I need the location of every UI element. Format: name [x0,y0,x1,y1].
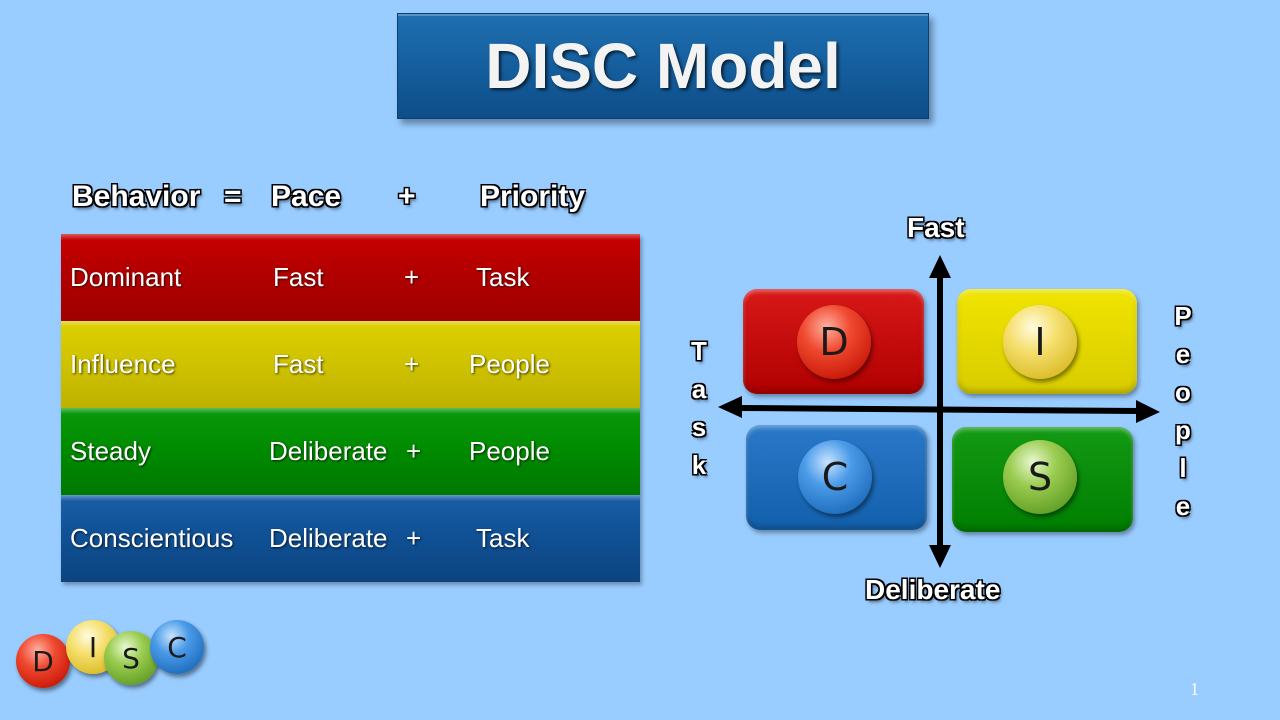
title-banner: DISC Model [397,13,929,119]
formula-pace: Pace [271,180,342,213]
quadrant-ball-c: C [798,440,872,514]
arrow-up-icon [929,255,951,278]
row-plus: + [406,523,422,553]
row-influence: Influence Fast + People [61,321,640,408]
arrow-down-icon [929,545,951,568]
row-conscientious: Conscientious Deliberate + Task [61,495,640,582]
row-priority: Task [476,262,530,292]
row-plus: + [404,349,420,379]
axis-label-fast: Fast [907,212,965,243]
row-priority: People [469,436,550,466]
row-plus: + [406,436,422,466]
quadrant-ball-s: S [1003,440,1077,514]
arrow-right-icon [1136,400,1160,423]
axis-label-deliberate: Deliberate [865,574,1001,605]
formula-plus: + [398,180,416,213]
row-pace: Deliberate [269,436,388,466]
row-pace: Fast [273,262,324,292]
row-style: Steady [70,436,151,466]
row-steady: Steady Deliberate + People [61,408,640,495]
quadrant-ball-d: D [797,305,871,379]
quadrant-ball-i: I [1003,305,1077,379]
row-style: Conscientious [70,523,234,553]
row-priority: Task [476,523,530,553]
arrow-left-icon [718,396,742,418]
horizontal-axis [737,405,1141,414]
axis-label-people: P e o p l e [1174,301,1192,521]
page-number: 1 [1190,679,1199,699]
formula-behavior: Behavior [72,180,201,213]
page-title: DISC Model [485,30,841,102]
logo-ball-c: C [150,620,204,674]
axis-label-task: T a s k [691,336,707,480]
formula-priority: Priority [480,180,586,213]
row-pace: Deliberate [269,523,388,553]
formula-equals: = [224,180,242,213]
row-plus: + [404,262,420,292]
row-style: Dominant [70,262,182,292]
row-priority: People [469,349,550,379]
row-dominant: Dominant Fast + Task [61,234,640,321]
row-style: Influence [70,349,176,379]
row-pace: Fast [273,349,324,379]
logo-ball-d: D [16,634,70,688]
logo-ball-s: S [104,631,158,685]
